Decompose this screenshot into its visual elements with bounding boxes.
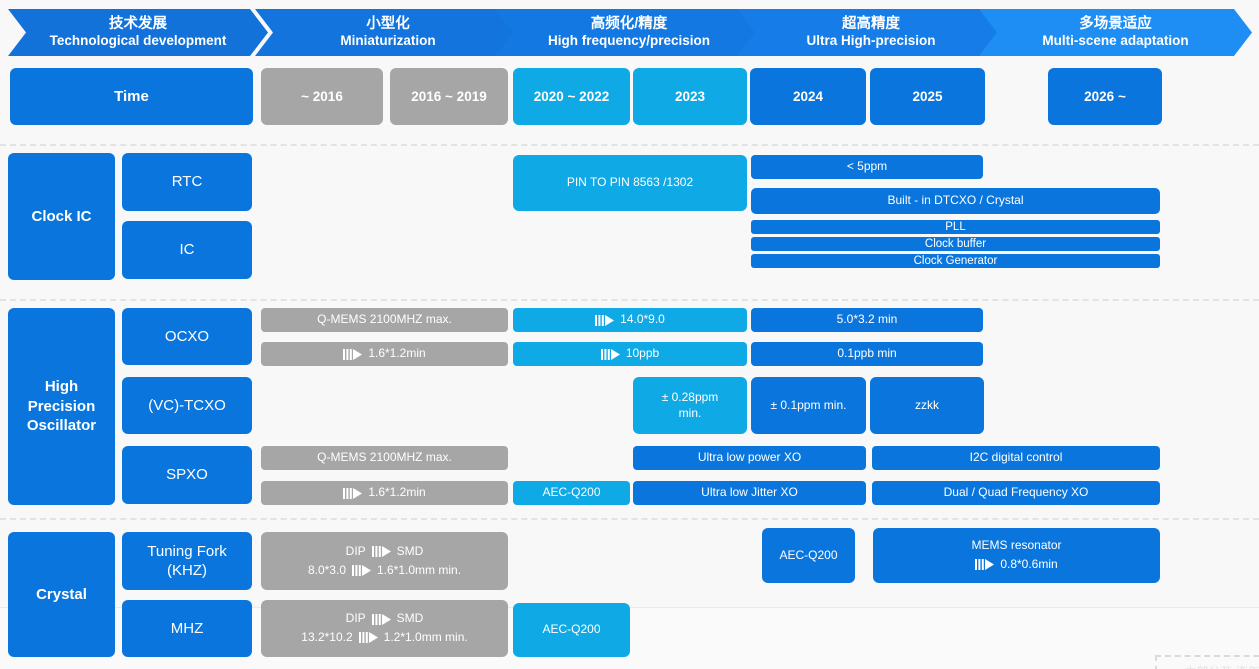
timeline-cell-2025: 2025 bbox=[870, 68, 985, 125]
row-label-tuning-fork: Tuning Fork (KHZ) bbox=[122, 532, 252, 590]
milestone-ocxo-01ppb: 0.1ppb min bbox=[751, 342, 983, 366]
row-label-tcxo: (VC)-TCXO bbox=[122, 377, 252, 434]
phase-zh-label: 技术发展 bbox=[109, 16, 167, 32]
phase-zh-label: 超高精度 bbox=[842, 16, 900, 32]
timeline-cell-2020-2022: 2020 ~ 2022 bbox=[513, 68, 630, 125]
phase-zh-label: 高频化/精度 bbox=[590, 16, 668, 32]
phase-arrow-multi-scene-adaptation: 多场景适应 Multi-scene adaptation bbox=[979, 9, 1252, 56]
phase-en-label: High frequency/precision bbox=[547, 33, 711, 49]
milestone-pin-to-pin: PIN TO PIN 8563 /1302 bbox=[513, 155, 747, 211]
milestone-text: 14.0*9.0 bbox=[620, 312, 665, 327]
fast-forward-icon bbox=[975, 559, 995, 571]
phase-zh-label: 多场景适应 bbox=[1079, 16, 1152, 32]
milestone-spxo-aec-q200: AEC-Q200 bbox=[513, 481, 630, 505]
milestone-spxo-size-min: 1.6*1.2min bbox=[261, 481, 508, 505]
timeline-cell-2023: 2023 bbox=[633, 68, 747, 125]
milestone-text: 1.2*1.0mm min. bbox=[383, 630, 468, 644]
milestone-spxo-qmems: Q-MEMS 2100MHZ max. bbox=[261, 446, 508, 470]
milestone-5ppm: < 5ppm bbox=[751, 155, 983, 179]
milestone-tcxo-028ppm: ± 0.28ppm min. bbox=[633, 377, 747, 434]
phase-en-label: Ultra High-precision bbox=[806, 33, 936, 49]
milestone-khz-aec-q200: AEC-Q200 bbox=[762, 528, 855, 583]
timeline-cell-2016-2019: 2016 ~ 2019 bbox=[390, 68, 508, 125]
phase-en-label: Miniaturization bbox=[340, 33, 436, 49]
milestone-ocxo-qmems: Q-MEMS 2100MHZ max. bbox=[261, 308, 508, 332]
footnote-box: 本部分开 连年 bbox=[1155, 655, 1259, 669]
milestone-line: DIP SMD bbox=[346, 544, 424, 560]
fast-forward-icon bbox=[358, 632, 378, 644]
milestone-text: SMD bbox=[396, 611, 424, 626]
row-label-rtc: RTC bbox=[122, 153, 252, 211]
section-label-crystal: Crystal bbox=[8, 532, 115, 657]
section-label-oscillator: High Precision Oscillator bbox=[8, 308, 115, 505]
phase-en-label: Technological development bbox=[49, 33, 227, 49]
milestone-ocxo-10ppb: 10ppb bbox=[513, 342, 747, 366]
phase-en-label: Multi-scene adaptation bbox=[1042, 33, 1189, 49]
milestone-text: 10ppb bbox=[625, 346, 660, 361]
timeline-cell-2026: 2026 ~ bbox=[1048, 68, 1162, 125]
fast-forward-icon bbox=[595, 314, 615, 326]
phase-arrow-technological-development: 技术发展 Technological development bbox=[8, 9, 268, 56]
fast-forward-icon bbox=[343, 487, 363, 499]
milestone-text: 8.0*3.0 bbox=[307, 562, 346, 577]
milestone-text: 13.2*10.2 bbox=[301, 630, 353, 644]
milestone-line: MEMS resonator bbox=[971, 538, 1061, 554]
timeline-header: Time bbox=[10, 68, 253, 125]
row-label-mhz: MHZ bbox=[122, 600, 252, 657]
timeline-cell-2024: 2024 bbox=[750, 68, 866, 125]
milestone-spxo-dual-quad: Dual / Quad Frequency XO bbox=[872, 481, 1160, 505]
milestone-spxo-low-jitter: Ultra low Jitter XO bbox=[633, 481, 866, 505]
milestone-text: 1.6*1.2min bbox=[368, 346, 426, 361]
timeline-cell-2016: ~ 2016 bbox=[261, 68, 383, 125]
milestone-clock-buffer: Clock buffer bbox=[751, 237, 1160, 251]
milestone-mhz-aec-q200: AEC-Q200 bbox=[513, 603, 630, 657]
phase-arrow-miniaturization: 小型化 Miniaturization bbox=[255, 9, 521, 56]
milestone-line: DIP SMD bbox=[346, 611, 424, 627]
milestone-text: 0.8*0.6min bbox=[1000, 557, 1058, 571]
fast-forward-icon bbox=[371, 546, 391, 558]
milestone-spxo-low-power: Ultra low power XO bbox=[633, 446, 866, 470]
row-label-ocxo: OCXO bbox=[122, 308, 252, 365]
phase-arrow-ultra-high-precision: 超高精度 Ultra High-precision bbox=[737, 9, 1005, 56]
milestone-text: SMD bbox=[396, 543, 424, 558]
milestone-line: 0.8*0.6min bbox=[975, 557, 1058, 573]
milestone-mhz-dip-smd: DIP SMD 13.2*10.2 1.2*1.0mm min. bbox=[261, 600, 508, 657]
milestone-tcxo-01ppm: ± 0.1ppm min. bbox=[751, 377, 866, 434]
phase-zh-label: 小型化 bbox=[366, 16, 410, 32]
milestone-line: 8.0*3.0 1.6*1.0mm min. bbox=[308, 563, 461, 579]
fast-forward-icon bbox=[352, 564, 371, 576]
milestone-ocxo-size-14-9: 14.0*9.0 bbox=[513, 308, 747, 332]
milestone-text: 1.6*1.2min bbox=[368, 485, 426, 500]
section-divider bbox=[0, 518, 1259, 520]
fast-forward-icon bbox=[371, 613, 391, 625]
phase-arrow-high-frequency-precision: 高频化/精度 High frequency/precision bbox=[495, 9, 763, 56]
milestone-khz-dip-smd: DIP SMD 8.0*3.0 1.6*1.0mm min. bbox=[261, 532, 508, 590]
milestone-line: 13.2*10.2 1.2*1.0mm min. bbox=[301, 630, 467, 646]
milestone-pll: PLL bbox=[751, 220, 1160, 234]
section-divider bbox=[0, 299, 1259, 301]
milestone-text: MEMS resonator bbox=[971, 538, 1062, 553]
milestone-spxo-i2c: I2C digital control bbox=[872, 446, 1160, 470]
milestone-ocxo-size-min: 1.6*1.2min bbox=[261, 342, 508, 366]
milestone-text: DIP bbox=[345, 543, 366, 558]
section-divider bbox=[0, 144, 1259, 146]
milestone-mems-resonator: MEMS resonator 0.8*0.6min bbox=[873, 528, 1160, 583]
milestone-text: 1.6*1.0mm min. bbox=[377, 562, 462, 577]
fast-forward-icon bbox=[343, 348, 363, 360]
section-label-clock-ic: Clock IC bbox=[8, 153, 115, 280]
milestone-text: DIP bbox=[345, 611, 366, 626]
fast-forward-icon bbox=[600, 348, 620, 360]
row-label-spxo: SPXO bbox=[122, 446, 252, 504]
milestone-clock-generator: Clock Generator bbox=[751, 254, 1160, 268]
milestone-built-in-dtcxo: Built - in DTCXO / Crystal bbox=[751, 188, 1160, 214]
milestone-ocxo-size-5-3: 5.0*3.2 min bbox=[751, 308, 983, 332]
row-label-ic: IC bbox=[122, 221, 252, 279]
milestone-tcxo-zzkk: zzkk bbox=[870, 377, 984, 434]
